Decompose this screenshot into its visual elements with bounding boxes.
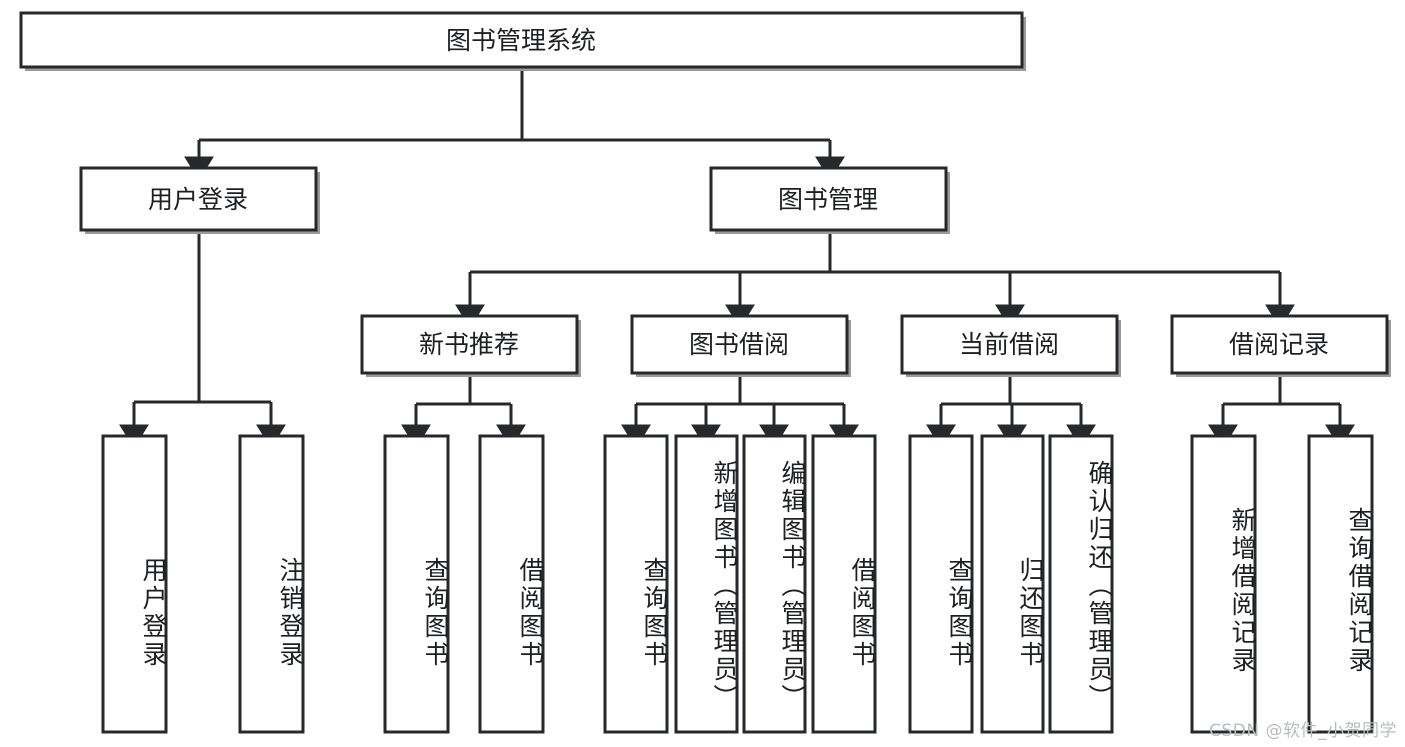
- leaf-add-book-box[interactable]: [674, 434, 739, 734]
- leaf-confirm-return-box[interactable]: [1048, 434, 1114, 734]
- node-book-manage[interactable]: 图书管理: [709, 166, 950, 234]
- leaf-query-record-box[interactable]: [1307, 434, 1374, 734]
- root-label: 图书管理系统: [446, 26, 596, 55]
- bb-box: [630, 314, 849, 375]
- node-root[interactable]: 图书管理系统: [19, 11, 1026, 71]
- cb-label: 当前借阅: [959, 330, 1059, 359]
- leaf-borrow-book-2-box[interactable]: [811, 434, 877, 734]
- user-login-label: 用户登录: [148, 185, 248, 214]
- user-login-box: [79, 166, 318, 232]
- nbr-label: 新书推荐: [419, 330, 519, 359]
- node-user-login[interactable]: 用户登录: [79, 166, 320, 234]
- node-borrow-record[interactable]: 借阅记录: [1170, 314, 1391, 377]
- node-new-book-recommend[interactable]: 新书推荐: [360, 314, 581, 377]
- leaf-user-login-box[interactable]: [101, 434, 168, 734]
- leaf-query-book-3-box[interactable]: [908, 434, 974, 734]
- leaf-boxes: [101, 434, 1374, 734]
- nbr-box: [360, 314, 579, 375]
- book-manage-label: 图书管理: [778, 185, 878, 214]
- node-current-borrow[interactable]: 当前借阅: [900, 314, 1121, 377]
- leaf-query-book-1-box[interactable]: [383, 434, 450, 734]
- leaf-query-book-2-box[interactable]: [603, 434, 669, 734]
- leaf-return-book-box[interactable]: [980, 434, 1045, 734]
- br-box: [1170, 314, 1389, 375]
- cb-box: [900, 314, 1119, 375]
- node-book-borrow[interactable]: 图书借阅: [630, 314, 851, 377]
- br-label: 借阅记录: [1229, 330, 1329, 359]
- bb-label: 图书借阅: [689, 330, 789, 359]
- connectors: [119, 67, 1355, 449]
- watermark: CSDN @软件_小贺同学: [1209, 721, 1397, 741]
- root-box: [19, 11, 1024, 69]
- leaf-logout-box[interactable]: [238, 434, 305, 734]
- leaf-add-record-box[interactable]: [1190, 434, 1257, 734]
- nodes: 图书管理系统 用户登录 图书管理 新书推荐 图书: [19, 11, 1391, 734]
- leaf-borrow-book-1-box[interactable]: [478, 434, 545, 734]
- book-manage-box: [709, 166, 948, 232]
- leaf-edit-book-box[interactable]: [742, 434, 807, 734]
